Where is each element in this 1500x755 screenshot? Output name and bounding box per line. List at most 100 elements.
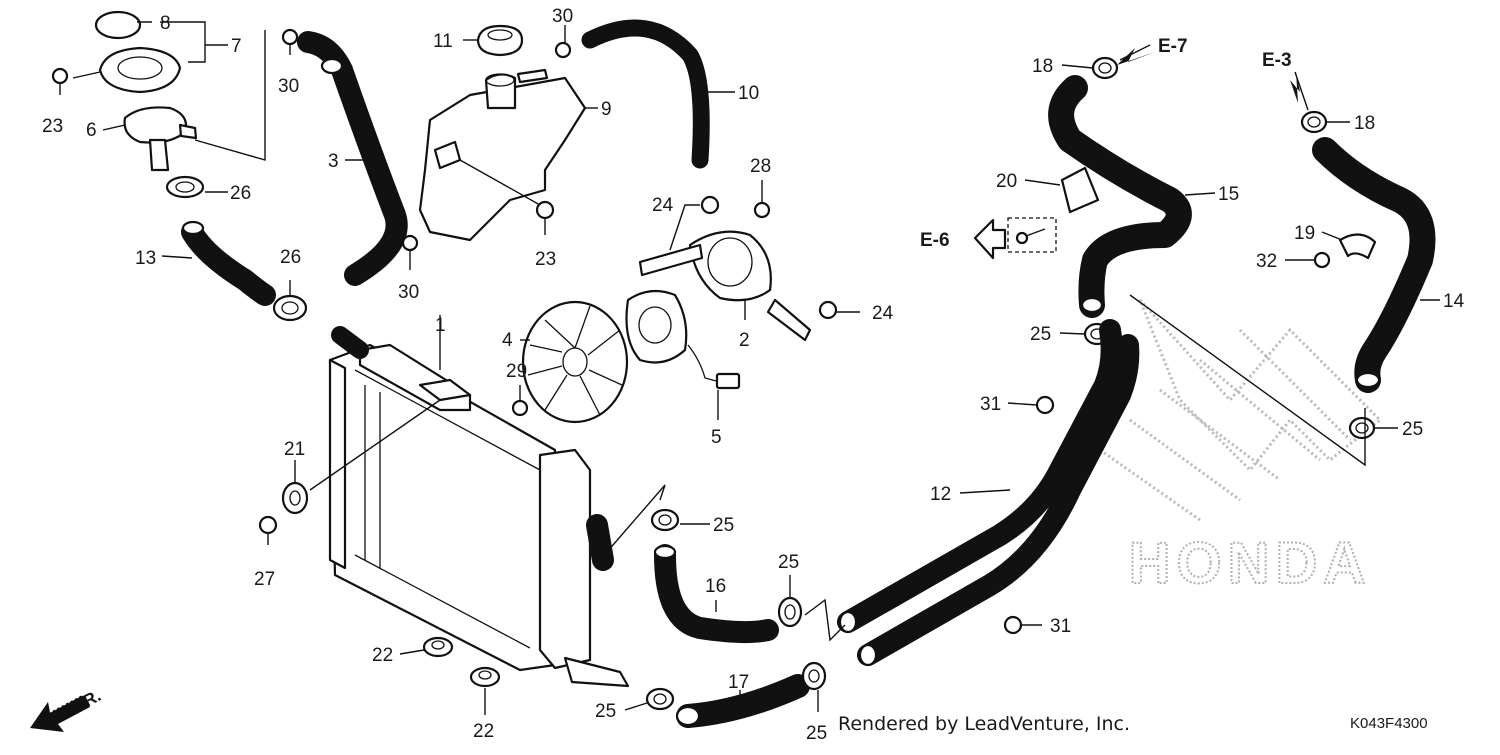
clamp-18a-part[interactable] bbox=[1091, 56, 1119, 80]
bolt-e6-part[interactable] bbox=[1007, 217, 1057, 253]
callout-13: 13 bbox=[135, 248, 156, 269]
credit-text: Rendered by LeadVenture, Inc. bbox=[838, 713, 1130, 735]
bolt-32-part[interactable] bbox=[1313, 251, 1331, 269]
callout-2: 2 bbox=[739, 330, 750, 351]
bracket-20-part[interactable] bbox=[1060, 166, 1100, 214]
ref-e3: E-3 bbox=[1262, 50, 1292, 71]
callout-16: 16 bbox=[705, 576, 726, 597]
callout-22: 22 bbox=[372, 645, 393, 666]
overflow-hose-part[interactable] bbox=[581, 19, 710, 169]
clamp-25d-part[interactable] bbox=[801, 661, 827, 691]
clamp-25a-part[interactable] bbox=[650, 508, 680, 532]
clamp-25f-part[interactable] bbox=[1348, 416, 1376, 440]
clamp-26b-part[interactable] bbox=[272, 294, 308, 322]
callout-30: 30 bbox=[552, 6, 573, 27]
callout-27: 27 bbox=[254, 569, 275, 590]
radiator-cap-assembly[interactable] bbox=[51, 10, 198, 172]
bolt-31a-part[interactable] bbox=[1035, 395, 1055, 415]
callout-30: 30 bbox=[398, 282, 419, 303]
honda-wing-logo bbox=[1138, 298, 1383, 473]
radiator-part[interactable] bbox=[328, 326, 630, 688]
callout-26: 26 bbox=[230, 183, 251, 204]
fan-part[interactable] bbox=[521, 300, 629, 424]
callout-18: 18 bbox=[1354, 113, 1375, 134]
hose-14-part[interactable] bbox=[1312, 137, 1436, 393]
hose-16-part[interactable] bbox=[653, 544, 779, 644]
callout-labels: 8 7 23 6 26 13 26 30 3 30 11 30 9 10 23 … bbox=[42, 6, 1465, 744]
callout-18: 18 bbox=[1032, 56, 1053, 77]
callout-23: 23 bbox=[535, 249, 556, 270]
grommet-21-part[interactable] bbox=[281, 481, 309, 515]
callout-21: 21 bbox=[284, 439, 305, 460]
callout-9: 9 bbox=[601, 99, 612, 120]
radiator-cap-part bbox=[98, 46, 182, 94]
hose-17-part[interactable] bbox=[675, 674, 810, 728]
clamp-26a-part[interactable] bbox=[165, 175, 205, 199]
callout-5: 5 bbox=[711, 427, 722, 448]
clip-30a-part[interactable] bbox=[281, 28, 299, 46]
callout-29: 29 bbox=[506, 361, 527, 382]
callout-25: 25 bbox=[778, 552, 799, 573]
ref-e6: E-6 bbox=[920, 230, 950, 251]
hose-15-part[interactable] bbox=[1048, 75, 1192, 318]
cap-seal-part bbox=[94, 10, 142, 40]
callout-3: 3 bbox=[328, 151, 339, 172]
front-direction-arrow-icon bbox=[30, 694, 90, 732]
clip-30c-part[interactable] bbox=[401, 234, 419, 252]
callout-10: 10 bbox=[738, 83, 759, 104]
callout-20: 20 bbox=[996, 171, 1017, 192]
e6-arrow-icon bbox=[973, 218, 1007, 260]
e7-arrow-icon bbox=[1117, 48, 1155, 65]
callout-28: 28 bbox=[750, 156, 771, 177]
callout-4: 4 bbox=[502, 330, 513, 351]
fan-connector-part bbox=[715, 372, 741, 390]
clip-19-part[interactable] bbox=[1338, 233, 1377, 260]
callout-30: 30 bbox=[278, 76, 299, 97]
part-code: K043F4300 bbox=[1350, 715, 1428, 732]
callout-12: 12 bbox=[930, 484, 951, 505]
reserve-tank-part[interactable] bbox=[418, 68, 587, 242]
bolt-27-part[interactable] bbox=[258, 515, 278, 535]
callout-8: 8 bbox=[160, 13, 171, 34]
hose-13-part[interactable] bbox=[181, 220, 276, 306]
callout-7: 7 bbox=[231, 36, 242, 57]
callout-1: 1 bbox=[435, 315, 446, 336]
callout-17: 17 bbox=[728, 672, 749, 693]
reserve-cap-part[interactable] bbox=[476, 24, 524, 57]
callout-25: 25 bbox=[806, 723, 827, 744]
callout-25: 25 bbox=[1030, 324, 1051, 345]
fan-motor-part[interactable] bbox=[625, 230, 812, 390]
honda-wordmark: HONDA bbox=[1129, 531, 1372, 596]
grommet-22a-part[interactable] bbox=[422, 636, 454, 658]
bolt-31b-part[interactable] bbox=[1003, 615, 1023, 635]
callout-24: 24 bbox=[652, 195, 674, 216]
callout-25: 25 bbox=[595, 701, 616, 722]
bolt-28-part[interactable] bbox=[753, 201, 771, 219]
honda-wing-feathers bbox=[1099, 328, 1352, 522]
bolt-23a-part bbox=[51, 67, 69, 85]
fan-shroud-part bbox=[688, 230, 772, 302]
upper-hose-part[interactable] bbox=[297, 31, 408, 286]
callout-24: 24 bbox=[872, 303, 894, 324]
leader-lines bbox=[59, 21, 1440, 715]
nut-29-part[interactable] bbox=[511, 399, 529, 417]
clip-30b-part[interactable] bbox=[554, 41, 572, 59]
bolt-24a-part[interactable] bbox=[700, 195, 720, 215]
callout-14: 14 bbox=[1443, 291, 1465, 312]
clamp-25c-part[interactable] bbox=[645, 687, 675, 711]
clamp-25b-part[interactable] bbox=[777, 596, 803, 628]
callout-32: 32 bbox=[1256, 251, 1277, 272]
honda-watermark: HONDA bbox=[1099, 298, 1383, 597]
clamp-18b-part[interactable] bbox=[1300, 110, 1328, 134]
ref-e7: E-7 bbox=[1158, 36, 1188, 57]
bolt-24b-part[interactable] bbox=[818, 300, 838, 320]
callout-31: 31 bbox=[980, 394, 1001, 415]
callout-23: 23 bbox=[42, 116, 63, 137]
callout-11: 11 bbox=[433, 31, 453, 52]
filler-neck-part bbox=[123, 106, 188, 144]
water-pipe-12-part[interactable] bbox=[837, 319, 1140, 667]
callout-22: 22 bbox=[473, 721, 494, 742]
grommet-22b-part[interactable] bbox=[469, 666, 501, 688]
callout-31: 31 bbox=[1050, 616, 1071, 637]
